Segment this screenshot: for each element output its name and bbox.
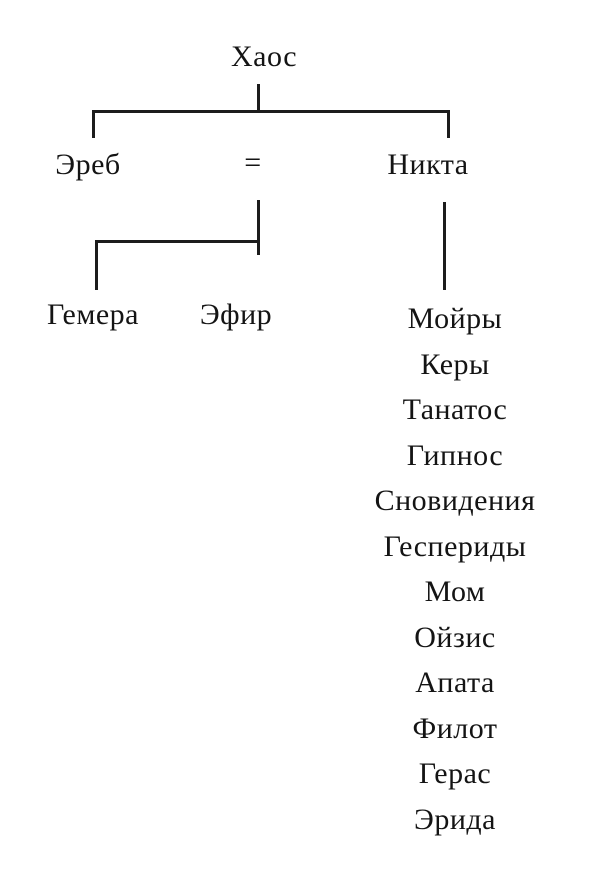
nyx-child-eris: Эрида	[414, 802, 496, 836]
nyx-child-dreams: Сновидения	[374, 484, 536, 517]
nyx-child-philotes: Филот	[412, 711, 498, 745]
connector-parents-bar	[92, 110, 450, 113]
node-hemera: Гемера	[47, 298, 139, 331]
connector-nyx-stem	[443, 202, 446, 290]
nyx-children-list: Мойры Керы Танатос Гипнос Сновидения Гес…	[330, 296, 580, 842]
nyx-child-geras: Герас	[418, 757, 492, 790]
nyx-child-hypnos: Гипнос	[406, 438, 504, 472]
connector-union-stem	[257, 200, 260, 255]
nyx-child-apate: Апата	[415, 666, 495, 699]
connector-chaos-stem	[257, 84, 260, 112]
nyx-child-thanatos: Танатос	[402, 393, 508, 426]
connector-drop-hemera	[95, 240, 98, 290]
node-nyx: Никта	[387, 148, 469, 181]
connector-drop-erebus	[92, 110, 95, 138]
nyx-child-moirai: Мойры	[407, 302, 503, 335]
node-aether: Эфир	[199, 298, 273, 331]
nyx-child-momus: Мом	[424, 575, 486, 608]
union-symbol: =	[244, 146, 262, 179]
nyx-child-hesperides: Геспериды	[383, 529, 527, 563]
nyx-child-keres: Керы	[420, 347, 490, 381]
node-chaos: Хаос	[230, 40, 298, 73]
node-erebus: Эреб	[55, 148, 121, 181]
connector-drop-nyx	[447, 110, 450, 138]
connector-union-children-bar	[95, 240, 260, 243]
nyx-child-oizys: Ойзис	[414, 620, 496, 654]
